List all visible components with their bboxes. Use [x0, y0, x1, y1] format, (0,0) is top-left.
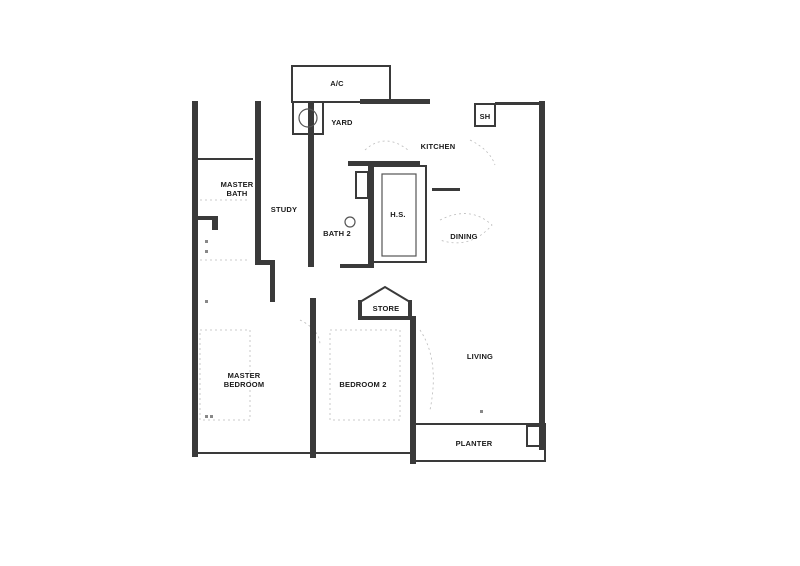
- label-hs: H.S.: [390, 210, 405, 219]
- bedroom-bottom-edge: [198, 452, 410, 454]
- master-bath-lower-wall: [198, 216, 218, 220]
- household-shelter: [369, 165, 427, 263]
- label-study: STUDY: [271, 205, 297, 214]
- store-right: [408, 300, 412, 320]
- label-master-bath-1: MASTER: [221, 180, 254, 189]
- kitchen-counter: [432, 188, 460, 191]
- sh-shaft: [474, 103, 496, 127]
- ac-ledge-floor: [360, 99, 430, 104]
- ac-ledge: [291, 65, 391, 103]
- master-bath-side: [212, 216, 218, 230]
- bedroom-divider-wall: [310, 298, 316, 458]
- label-sh: SH: [480, 112, 491, 121]
- label-dining: DINING: [450, 232, 477, 241]
- label-planter: PLANTER: [456, 439, 493, 448]
- label-master-bedroom-1: MASTER: [228, 371, 261, 380]
- master-bath-top-wall: [198, 158, 253, 160]
- label-bath2: BATH 2: [323, 229, 351, 238]
- label-store: STORE: [373, 304, 400, 313]
- label-yard: YARD: [331, 118, 353, 127]
- label-living: LIVING: [467, 352, 493, 361]
- household-shelter-inner: [381, 173, 417, 257]
- left-exterior-wall: [192, 101, 198, 457]
- study-jog-down: [270, 260, 275, 302]
- label-master-bath-2: BATH: [226, 189, 247, 198]
- bath2-wc: [344, 216, 356, 228]
- bath2-top-wall: [348, 161, 420, 166]
- planter-pipe: [526, 425, 542, 447]
- yard-wall: [308, 101, 314, 267]
- label-kitchen: KITCHEN: [421, 142, 456, 151]
- label-ac: A/C: [330, 79, 344, 88]
- study-left-wall: [255, 101, 261, 263]
- store-bottom: [358, 316, 414, 320]
- label-bedroom2: BEDROOM 2: [339, 380, 386, 389]
- store-left: [358, 300, 362, 320]
- bedroom2-living-wall: [410, 316, 416, 464]
- yard-shaft: [292, 101, 324, 135]
- store-roof: [359, 285, 411, 303]
- fixture-hints: [199, 139, 496, 421]
- bath2-sink: [355, 171, 369, 199]
- yard-shaft-pipe: [298, 108, 318, 128]
- planter: [413, 423, 546, 462]
- top-right-wall: [495, 102, 539, 105]
- study-jog: [255, 260, 275, 265]
- right-exterior-wall: [539, 101, 545, 450]
- label-master-bedroom-2: BEDROOM: [224, 380, 265, 389]
- bath2-bottom-wall: [340, 264, 374, 268]
